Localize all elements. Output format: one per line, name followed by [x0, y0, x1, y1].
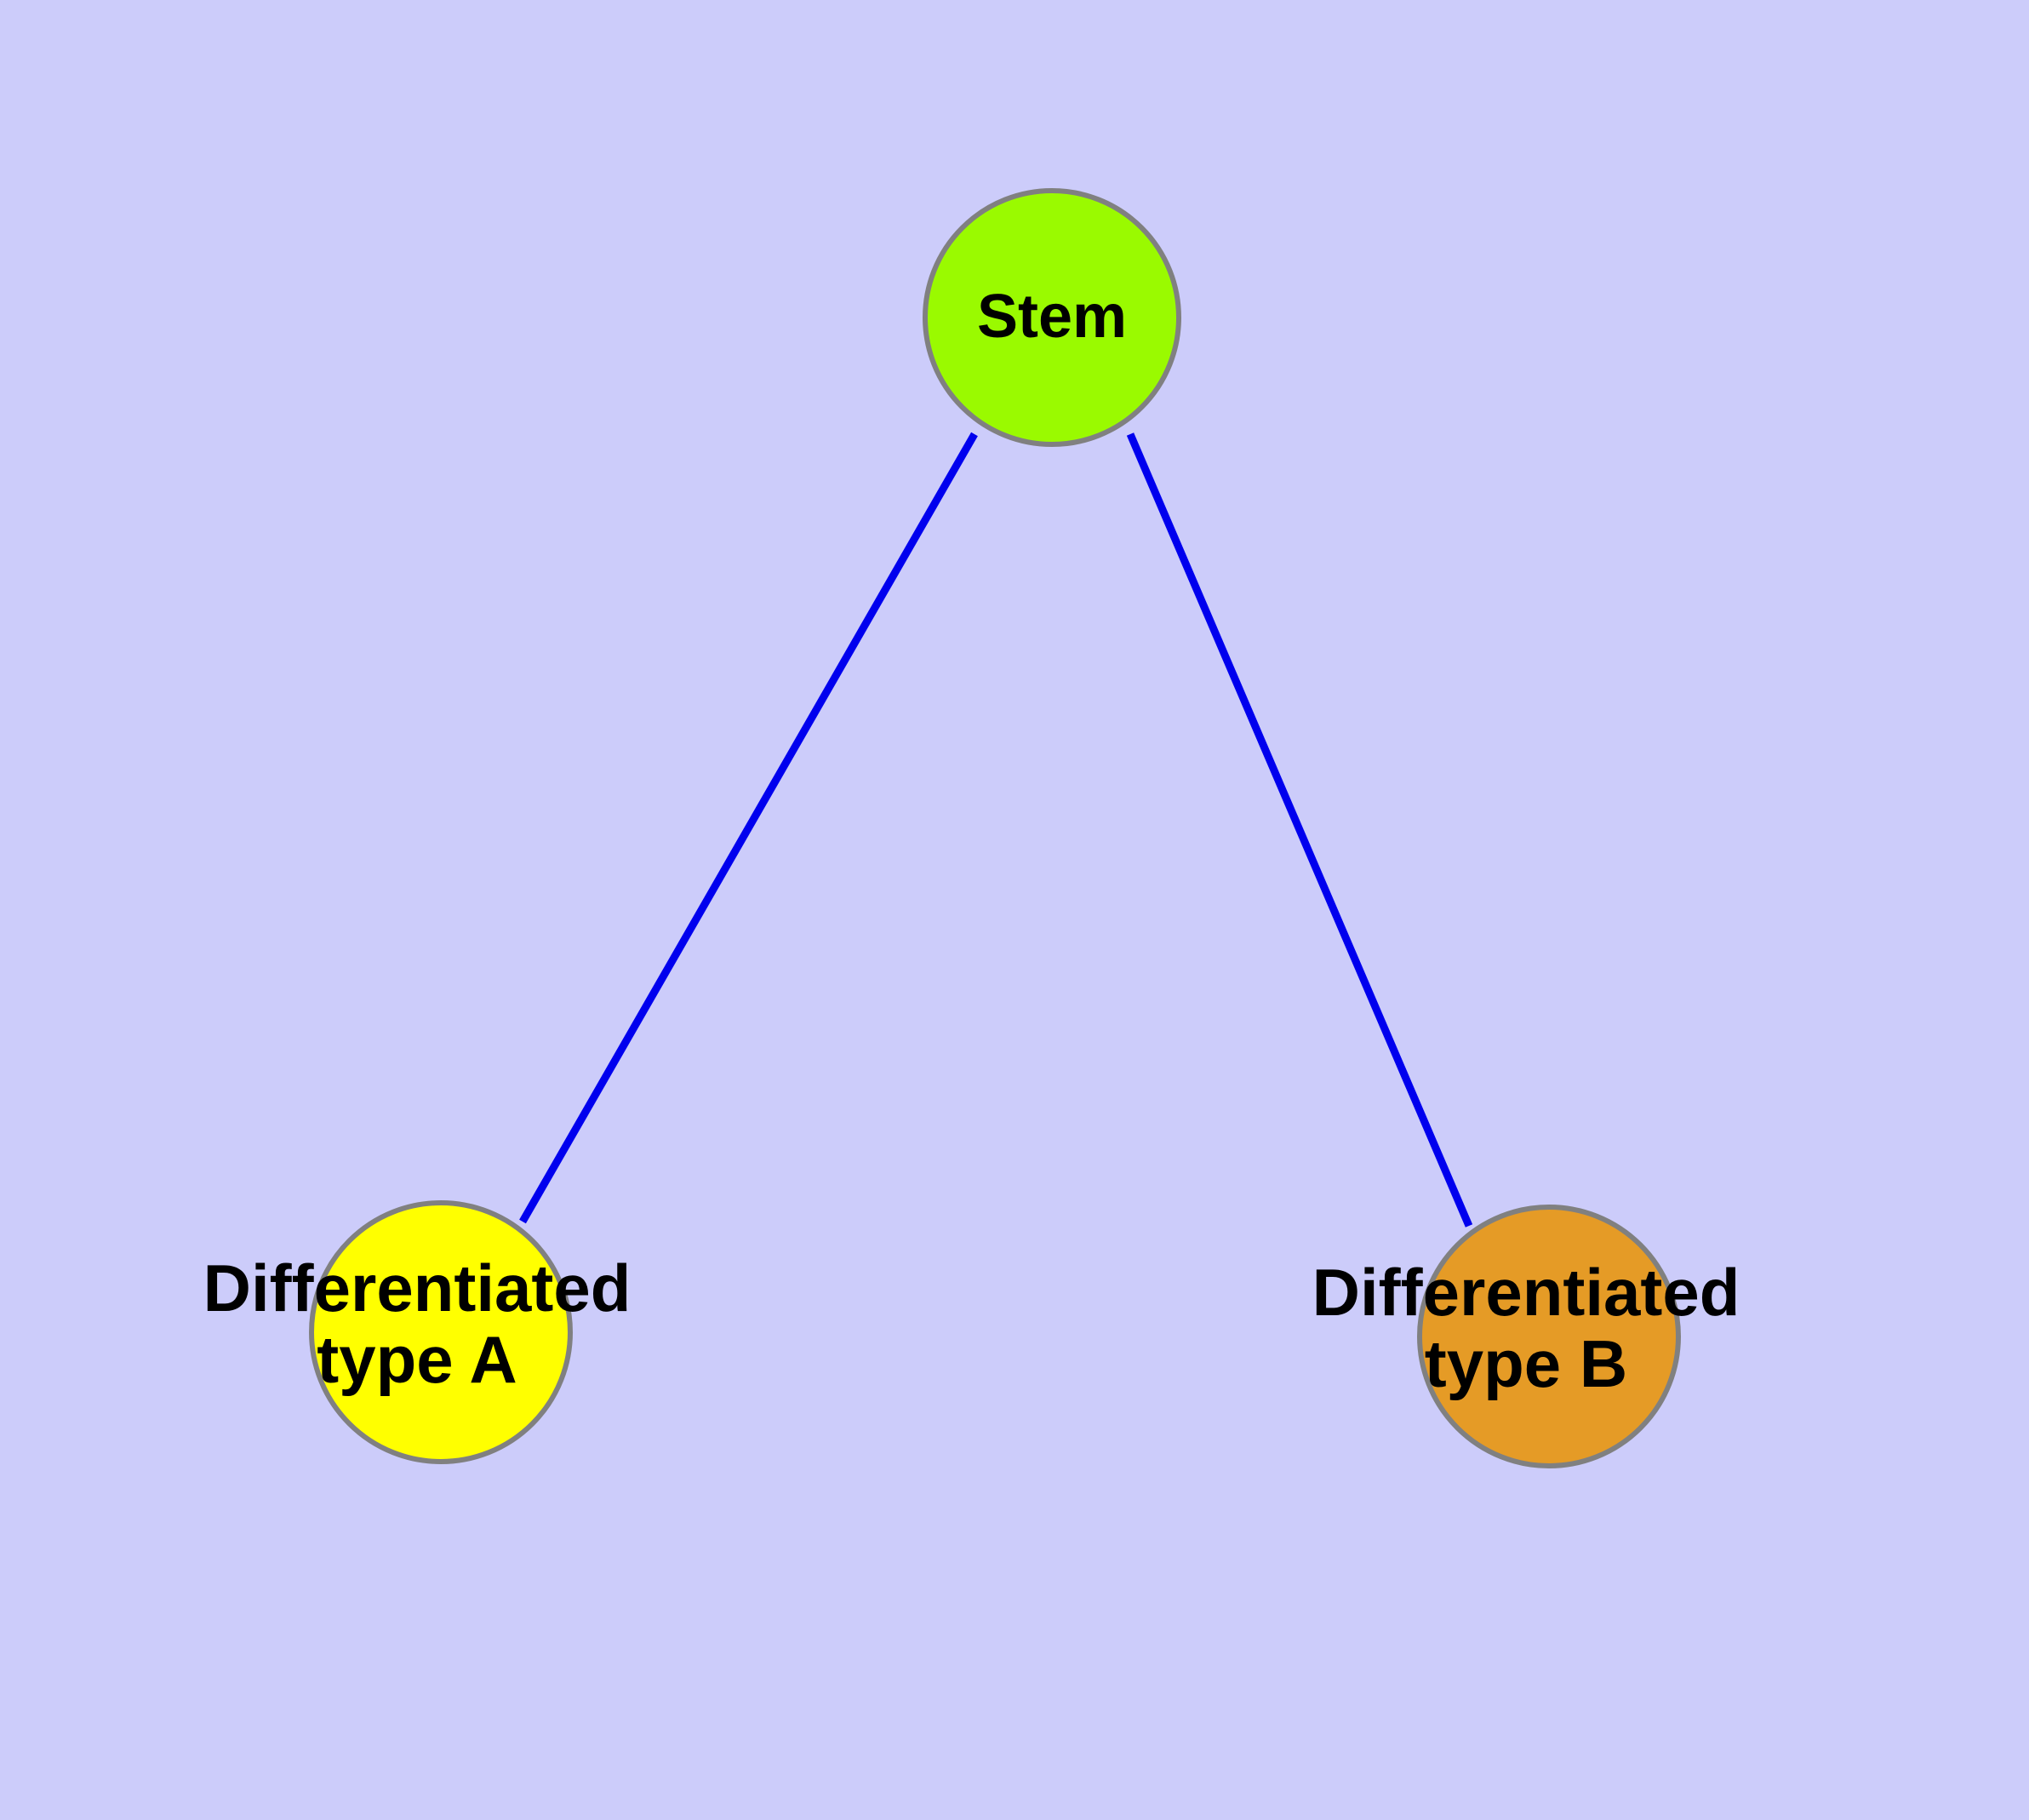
node-layer: [309, 188, 1681, 1468]
edge-stem-to-differentiated-type-b[interactable]: [1126, 432, 1473, 1228]
node-differentiated-type-a[interactable]: [309, 1200, 573, 1464]
node-differentiated-type-b[interactable]: [1417, 1205, 1681, 1468]
edge-stem-to-differentiated-type-a[interactable]: [519, 432, 978, 1224]
node-stem[interactable]: [923, 188, 1181, 447]
edge-layer: [519, 432, 1473, 1228]
